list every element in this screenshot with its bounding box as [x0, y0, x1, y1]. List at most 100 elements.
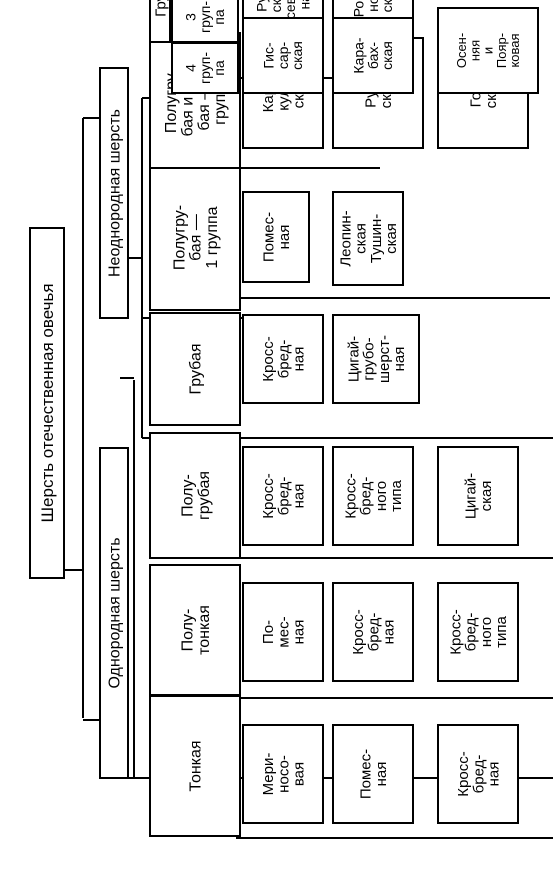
heterogeneous-node-frame: [99, 67, 129, 319]
breed-heterogeneous-1-2-line: Тушин-: [368, 214, 385, 264]
root-node: Шерсть отечественная овечья: [29, 227, 65, 579]
heterogeneous-group-4-frame: [171, 42, 239, 94]
breed-homogeneous-1-2: Помес-ная: [332, 724, 414, 824]
heterogeneous-class-1-line: 1 группа: [204, 206, 221, 268]
breed-heterogeneous-3-1-line: ная: [296, 0, 312, 10]
breed-heterogeneous-4-2: Кара-бах-ская: [332, 17, 414, 94]
breed-homogeneous-4-2: Цигай-грубо-шерст-ная: [332, 314, 420, 404]
breed-homogeneous-1-2-line: Помес-: [358, 749, 375, 799]
breed-heterogeneous-4-1-label: Гис-сар-ская: [261, 41, 306, 70]
breed-heterogeneous-4-3-line: и: [481, 47, 496, 54]
heterogeneous-class-1-frame: [149, 164, 241, 311]
homogeneous-class-2: Полу-тонкая: [149, 564, 241, 696]
breed-heterogeneous-1-1-label: Помес-ная: [261, 212, 293, 262]
heterogeneous-group-3-label: 3груп-па: [183, 1, 228, 33]
homogeneous-class-1-frame: [149, 695, 241, 837]
breed-homogeneous-4-1-frame: [242, 314, 324, 404]
breed-homogeneous-2-3-line: бред-: [463, 613, 480, 652]
breed-homogeneous-3-2-line: ного: [373, 481, 390, 511]
breed-heterogeneous-3-2-line: нов-: [365, 0, 381, 12]
breed-homogeneous-3-1-line: ная: [291, 484, 308, 509]
root-node-label: Шерсть отечественная овечья: [38, 283, 57, 522]
homogeneous-class-2-frame: [149, 564, 241, 696]
breed-heterogeneous-4-3-label: Осен-няяиПояр-ковая: [454, 33, 522, 68]
breed-homogeneous-1-1-line: Мери-: [260, 753, 277, 796]
homogeneous-class-3-line: Полу-: [179, 474, 196, 517]
breed-homogeneous-3-1-line: Кросс-: [260, 473, 277, 518]
heterogeneous-node: Неоднородная шерсть: [99, 67, 129, 319]
breed-homogeneous-4-2-label: Цигай-грубо-шерст-ная: [345, 335, 408, 383]
breed-homogeneous-1-1-line: вая: [291, 762, 308, 786]
breed-homogeneous-2-2-line: бред-: [365, 613, 382, 652]
breed-homogeneous-4-1-line: ная: [291, 347, 308, 372]
breed-homogeneous-2-3-label: Кросс-бред-ноготипа: [447, 609, 510, 654]
breed-heterogeneous-3-1-line: Рус-: [254, 0, 270, 12]
heterogeneous-group-4-label: 4груп-па: [183, 52, 228, 84]
breed-homogeneous-1-2-frame: [332, 724, 414, 824]
breed-heterogeneous-1-2-frame: [332, 191, 404, 286]
breed-heterogeneous-3-1-label: Рус-скаясевер-ная: [254, 0, 313, 19]
homogeneous-node-label: Однородная шерсть: [107, 537, 124, 688]
heterogeneous-group-3-line: груп-: [197, 1, 213, 33]
breed-homogeneous-2-2: Кросс-бред-ная: [332, 582, 414, 682]
breed-heterogeneous-4-3-frame: [437, 7, 539, 94]
homogeneous-class-3: Полу-грубая: [149, 432, 241, 559]
breed-homogeneous-1-3: Кросс-бред-ная: [437, 724, 519, 824]
breed-homogeneous-2-1: По-мес-ная: [242, 582, 324, 682]
breed-heterogeneous-1-1-line: Помес-: [261, 212, 278, 262]
breed-heterogeneous-1-2: Леопин-скаяТушин-ская: [332, 191, 404, 286]
breed-homogeneous-3-1-label: Кросс-бред-ная: [260, 473, 308, 518]
breed-homogeneous-4-1-line: бред-: [275, 340, 292, 379]
breed-heterogeneous-4-2-line: бах-: [365, 42, 381, 69]
breed-homogeneous-2-1-line: мес-: [275, 616, 292, 647]
breed-heterogeneous-3-2-line: Рома-: [351, 0, 367, 17]
breed-homogeneous-1-3-line: бред-: [470, 755, 487, 794]
breed-homogeneous-3-2-label: Кросс-бред-ноготипа: [342, 473, 405, 518]
breed-heterogeneous-4-2-label: Кара-бах-ская: [351, 37, 396, 74]
breed-homogeneous-3-1-frame: [242, 446, 324, 546]
breed-heterogeneous-3-2-line: ская: [379, 0, 395, 12]
breed-homogeneous-4-1: Кросс-бред-ная: [242, 314, 324, 404]
breed-heterogeneous-4-1-line: сар-: [275, 42, 291, 70]
breed-homogeneous-4-2-frame: [332, 314, 420, 404]
homogeneous-class-4: Грубая: [149, 312, 241, 426]
breed-homogeneous-2-1-line: По-: [260, 620, 277, 644]
breed-homogeneous-2-2-frame: [332, 582, 414, 682]
breed-homogeneous-2-2-label: Кросс-бред-ная: [350, 609, 398, 654]
breed-homogeneous-2-3: Кросс-бред-ноготипа: [437, 582, 519, 682]
breed-heterogeneous-4-3-line: Осен-: [454, 33, 469, 68]
breed-homogeneous-4-2-line: шерст-: [376, 335, 393, 383]
breed-heterogeneous-1-1-frame: [242, 191, 310, 283]
breed-heterogeneous-1-1-line: ная: [276, 225, 293, 250]
breed-heterogeneous-4-2-line: Кара-: [351, 37, 367, 74]
breed-homogeneous-1-3-frame: [437, 724, 519, 824]
heterogeneous-group-3-line: 3: [183, 13, 199, 21]
heterogeneous-group-4-line: па: [211, 60, 227, 76]
homogeneous-class-3-line: грубая: [196, 471, 213, 520]
heterogeneous-node-label: Неоднородная шерсть: [107, 109, 124, 277]
breed-homogeneous-3-1-line: бред-: [275, 477, 292, 516]
breed-homogeneous-2-3-frame: [437, 582, 519, 682]
breed-homogeneous-1-3-line: Кросс-: [455, 751, 472, 796]
breed-homogeneous-2-1-label: По-мес-ная: [260, 616, 308, 647]
breed-heterogeneous-1-2-line: ская: [353, 223, 370, 254]
heterogeneous-class-1-line: Полугру-: [171, 205, 188, 270]
homogeneous-class-3-label: Полу-грубая: [179, 471, 212, 520]
homogeneous-class-2-label: Полу-тонкая: [179, 605, 212, 655]
breed-homogeneous-1-3-line: ная: [486, 762, 503, 787]
breed-homogeneous-4-2-line: Цигай-: [345, 336, 362, 382]
breed-homogeneous-2-3-line: ного: [478, 617, 495, 647]
heterogeneous-group-4-line: 4: [183, 64, 199, 72]
heterogeneous-group-3-frame: [171, 0, 239, 43]
breed-homogeneous-4-2-line: грубо-: [361, 337, 378, 380]
breed-homogeneous-4-1-line: Кросс-: [260, 336, 277, 381]
breed-heterogeneous-4-2-frame: [332, 17, 414, 94]
breed-homogeneous-3-3-line: ская: [478, 481, 495, 512]
breed-heterogeneous-1-2-line: Леопин-: [337, 210, 354, 266]
homogeneous-class-1: Тонкая: [149, 695, 241, 837]
heterogeneous-group-4-line: груп-: [197, 52, 213, 84]
breed-heterogeneous-1-2-label: Леопин-скаяТушин-ская: [337, 210, 400, 266]
homogeneous-node-frame: [99, 447, 129, 779]
heterogeneous-group-3-line: па: [211, 9, 227, 25]
